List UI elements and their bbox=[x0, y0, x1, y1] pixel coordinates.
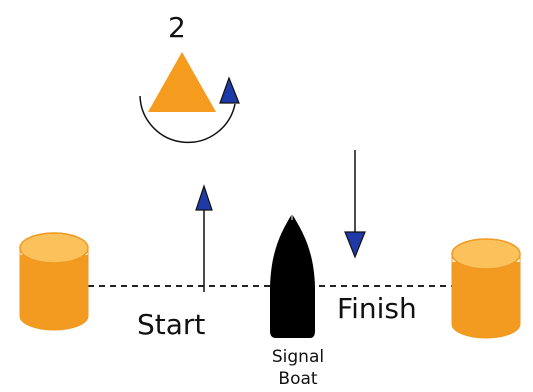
rounding-direction-icon bbox=[139, 76, 240, 144]
start-arrow-up-icon bbox=[195, 184, 213, 292]
mark-2-icon bbox=[148, 52, 216, 112]
finish-arrow-down-icon bbox=[344, 150, 366, 259]
signal-boat-icon bbox=[270, 214, 315, 338]
start-label: Start bbox=[137, 308, 206, 341]
finish-label: Finish bbox=[337, 292, 417, 325]
right-buoy-icon bbox=[451, 238, 521, 339]
mark-number-label: 2 bbox=[168, 11, 186, 44]
left-buoy-icon bbox=[19, 232, 89, 331]
signal-boat-label: Signal Boat bbox=[271, 347, 325, 389]
